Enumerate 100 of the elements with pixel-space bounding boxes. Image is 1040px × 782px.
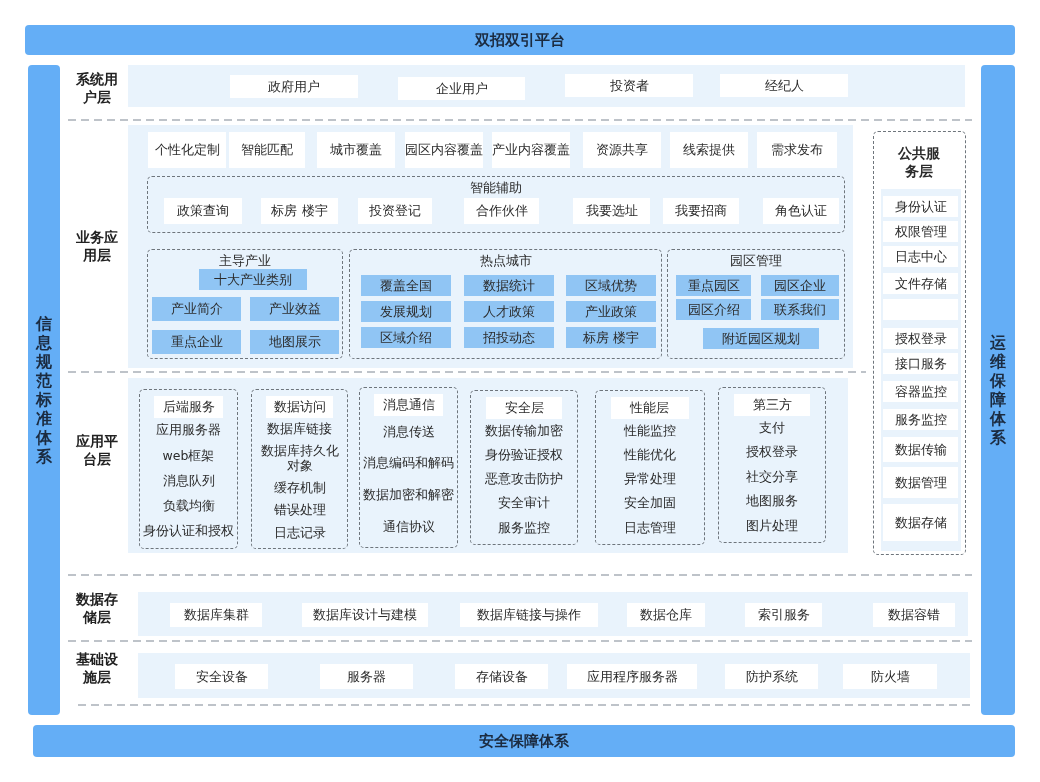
module-label: 资源共享 [596, 142, 648, 158]
layer-title: 系统用户层 [75, 70, 119, 107]
group-frame [139, 389, 238, 549]
feature-label: 覆盖全国 [380, 277, 432, 294]
feature-label: 联系我们 [774, 301, 826, 318]
component-label: 社交分享 [746, 469, 798, 485]
feature-tile [152, 297, 241, 321]
group-heading: 安全层 [486, 397, 562, 419]
side-bar-title: 信息规范标准体系 [35, 314, 53, 466]
feature-tile [361, 275, 451, 296]
module-label: 权限管理 [894, 223, 947, 240]
feature-tile [152, 330, 241, 354]
module-label: 我要选址 [585, 203, 638, 219]
component-label: 日志记录 [273, 525, 326, 540]
group-frame [147, 249, 343, 359]
component-label: 安全审计 [498, 496, 550, 511]
module-label: 智能匹配 [241, 142, 293, 158]
feature-tile [250, 330, 339, 354]
feature-label: 发展规划 [380, 303, 432, 320]
group-heading: 第三方 [734, 394, 810, 416]
module-label: 存储设备 [475, 668, 528, 685]
group-frame [595, 390, 705, 545]
feature-label: 园区企业 [774, 277, 826, 294]
group-frame [718, 387, 826, 543]
module-label: 政策查询 [177, 203, 229, 219]
group-frame [349, 249, 662, 359]
component-label: 数据库链接 [267, 421, 332, 437]
module-label: 数据传输 [894, 441, 947, 458]
module-label: 城市覆盖 [330, 142, 382, 158]
feature-label: 区域介绍 [380, 329, 432, 346]
feature-label: 招投动态 [483, 329, 535, 346]
feature-tile [361, 327, 451, 348]
banner-bar [33, 725, 1015, 757]
group-frame [147, 176, 845, 233]
module-label: 标房 楼宇 [271, 203, 328, 219]
group-frame [251, 389, 348, 549]
feature-label: 产业简介 [170, 301, 223, 317]
component-label: 异常处理 [624, 472, 676, 487]
module-label: 安全设备 [195, 668, 248, 685]
layer-title: 业务应用层 [75, 228, 119, 265]
layer-title: 应用平台层 [75, 432, 119, 469]
component-label: 身份认证和授权 [143, 524, 234, 539]
group-title: 智能辅助 [469, 179, 523, 197]
feature-tile [199, 269, 307, 290]
banner-bar [25, 25, 1015, 55]
layer-title: 数据存储层 [75, 590, 119, 627]
component-label: 身份验证授权 [485, 448, 563, 463]
group-title: 园区管理 [729, 252, 783, 270]
feature-tile [761, 275, 839, 296]
banner-title: 双招双引平台 [475, 30, 565, 50]
group-heading: 后端服务 [153, 396, 224, 418]
component-label: 支付 [759, 421, 785, 436]
module-label: 投资登记 [369, 203, 421, 219]
module-label: 数据库集群 [183, 607, 249, 623]
group-heading: 数据访问 [265, 396, 334, 418]
module-label: 线索提供 [683, 142, 735, 158]
module-label: 个性化定制 [154, 142, 220, 158]
component-label: 地图服务 [746, 494, 798, 509]
feature-tile [566, 327, 656, 348]
group-heading: 性能层 [611, 397, 689, 419]
component-label: web框架 [162, 448, 215, 463]
module-label: 数据容错 [888, 607, 940, 623]
feature-label: 产业政策 [585, 303, 637, 320]
feature-tile [464, 301, 554, 322]
module-label: 角色认证 [775, 203, 827, 219]
module-label: 政府用户 [268, 78, 320, 95]
side-bar-title: 运维保障体系 [989, 333, 1007, 447]
feature-label: 附近园区规划 [722, 330, 800, 347]
module-label: 防火墙 [870, 668, 910, 685]
module-label: 索引服务 [757, 607, 810, 623]
module-label: 园区内容覆盖 [405, 142, 483, 158]
module-label: 我要招商 [675, 203, 727, 219]
module-label: 身份认证 [894, 198, 947, 215]
feature-label: 园区介绍 [687, 301, 740, 318]
feature-tile [361, 301, 451, 322]
feature-tile [250, 297, 339, 321]
component-label: 恶意攻击防护 [485, 472, 563, 487]
feature-label: 产业效益 [268, 301, 321, 317]
module-label: 容器监控 [894, 383, 947, 400]
group-frame [667, 249, 845, 359]
module-label: 数据库链接与操作 [477, 607, 581, 623]
component-label: 消息编码和解码 [363, 456, 454, 471]
component-label: 消息队列 [162, 473, 215, 489]
component-label: 服务监控 [498, 520, 550, 536]
feature-tile [676, 275, 751, 296]
component-label: 日志管理 [624, 520, 676, 536]
module-label: 授权登录 [894, 330, 947, 347]
module-label: 数据仓库 [640, 607, 692, 623]
module-label: 企业用户 [435, 80, 488, 97]
component-label: 授权登录 [746, 445, 798, 460]
side-bar [981, 65, 1015, 715]
group-frame [359, 387, 458, 548]
feature-tile [464, 275, 554, 296]
module-label: 数据库设计与建模 [313, 607, 417, 623]
module-label: 服务器 [347, 668, 386, 685]
module-label: 合作伙伴 [475, 203, 528, 219]
module-label: 接口服务 [894, 355, 947, 372]
module-label: 数据存储 [894, 514, 947, 531]
feature-tile [566, 301, 656, 322]
component-label: 数据传输加密 [485, 423, 563, 439]
